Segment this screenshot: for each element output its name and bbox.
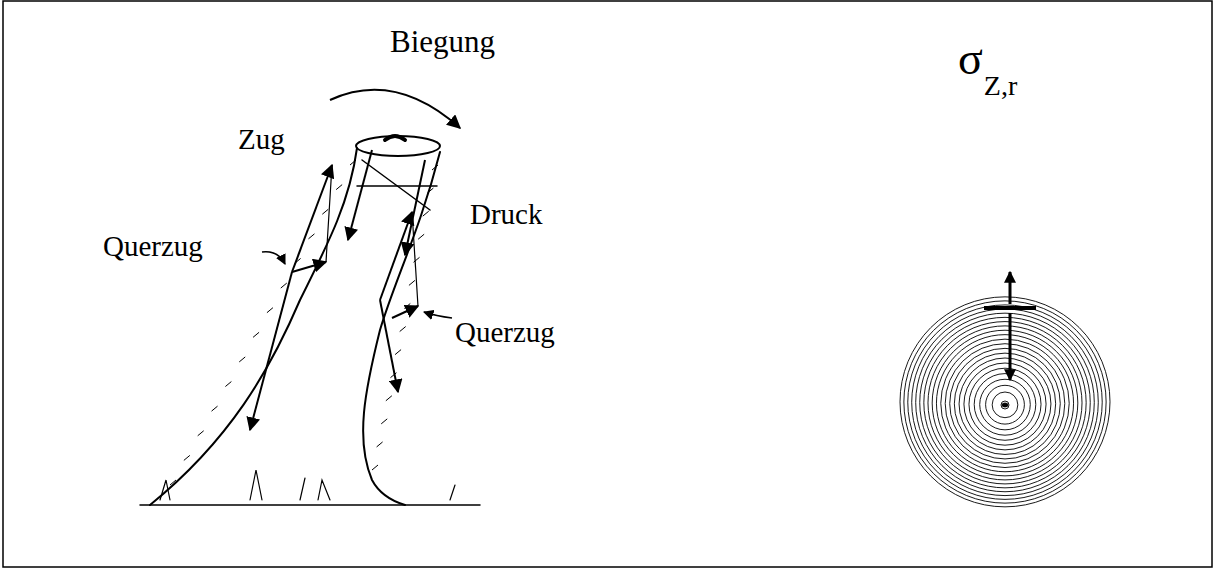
ring bbox=[945, 344, 1065, 464]
hatch-stroke bbox=[225, 382, 231, 387]
ring bbox=[964, 363, 1046, 445]
hatch-stroke bbox=[400, 327, 406, 332]
ring bbox=[908, 305, 1102, 499]
stress-label: Querzug bbox=[103, 232, 203, 261]
symbol-label: σ bbox=[958, 36, 983, 82]
ring bbox=[904, 301, 1106, 503]
hatch-stroke bbox=[198, 431, 204, 436]
tree-stump bbox=[140, 136, 480, 505]
hatch-stroke bbox=[381, 419, 387, 424]
ring bbox=[941, 339, 1069, 467]
ring bbox=[924, 322, 1086, 484]
bending-arrow bbox=[330, 90, 460, 128]
hatch-stroke bbox=[281, 283, 287, 288]
annual-rings bbox=[900, 297, 1110, 507]
hatch-stroke bbox=[395, 350, 401, 355]
hatch-stroke bbox=[184, 455, 190, 460]
ring bbox=[974, 374, 1036, 436]
force-arrows bbox=[250, 150, 452, 430]
hatch-stroke bbox=[322, 209, 328, 214]
ring bbox=[900, 297, 1110, 507]
hatch-stroke bbox=[409, 280, 415, 285]
hatch-stroke bbox=[267, 308, 273, 313]
bark-hatching bbox=[170, 160, 438, 485]
subscript-label: Z,r bbox=[984, 72, 1017, 100]
hatch-stroke bbox=[253, 332, 259, 337]
hatch-stroke bbox=[372, 465, 378, 470]
hatch-stroke bbox=[336, 185, 342, 190]
load-label: Biegung bbox=[390, 26, 495, 57]
ring bbox=[969, 368, 1041, 440]
ring bbox=[950, 348, 1061, 459]
ring bbox=[916, 313, 1095, 492]
frame bbox=[3, 1, 1212, 567]
hatch-stroke bbox=[423, 211, 429, 216]
hatch-stroke bbox=[418, 234, 424, 239]
ring bbox=[920, 317, 1091, 488]
hatch-stroke bbox=[212, 406, 218, 411]
hatch-stroke bbox=[170, 480, 176, 485]
ring bbox=[932, 330, 1078, 476]
hatch-stroke bbox=[350, 160, 356, 165]
radial-stress-arrows bbox=[984, 272, 1036, 380]
ring bbox=[980, 379, 1031, 430]
hatch-stroke bbox=[386, 396, 392, 401]
stress-label: Zug bbox=[238, 125, 285, 154]
stress-label: Querzug bbox=[455, 318, 555, 347]
stress-label: Druck bbox=[470, 200, 542, 229]
ring bbox=[1001, 401, 1009, 409]
ring bbox=[959, 358, 1051, 450]
ring bbox=[936, 335, 1073, 472]
hatch-stroke bbox=[432, 165, 438, 170]
hatch-stroke bbox=[404, 303, 410, 308]
hatch-stroke bbox=[427, 188, 433, 193]
ring bbox=[992, 392, 1018, 418]
hatch-stroke bbox=[308, 234, 314, 239]
hatch-stroke bbox=[239, 357, 245, 362]
pith bbox=[1002, 403, 1008, 407]
ring bbox=[954, 353, 1055, 454]
ring bbox=[928, 326, 1082, 480]
ring bbox=[912, 309, 1099, 496]
hatch-stroke bbox=[377, 442, 383, 447]
ring bbox=[986, 385, 1025, 424]
